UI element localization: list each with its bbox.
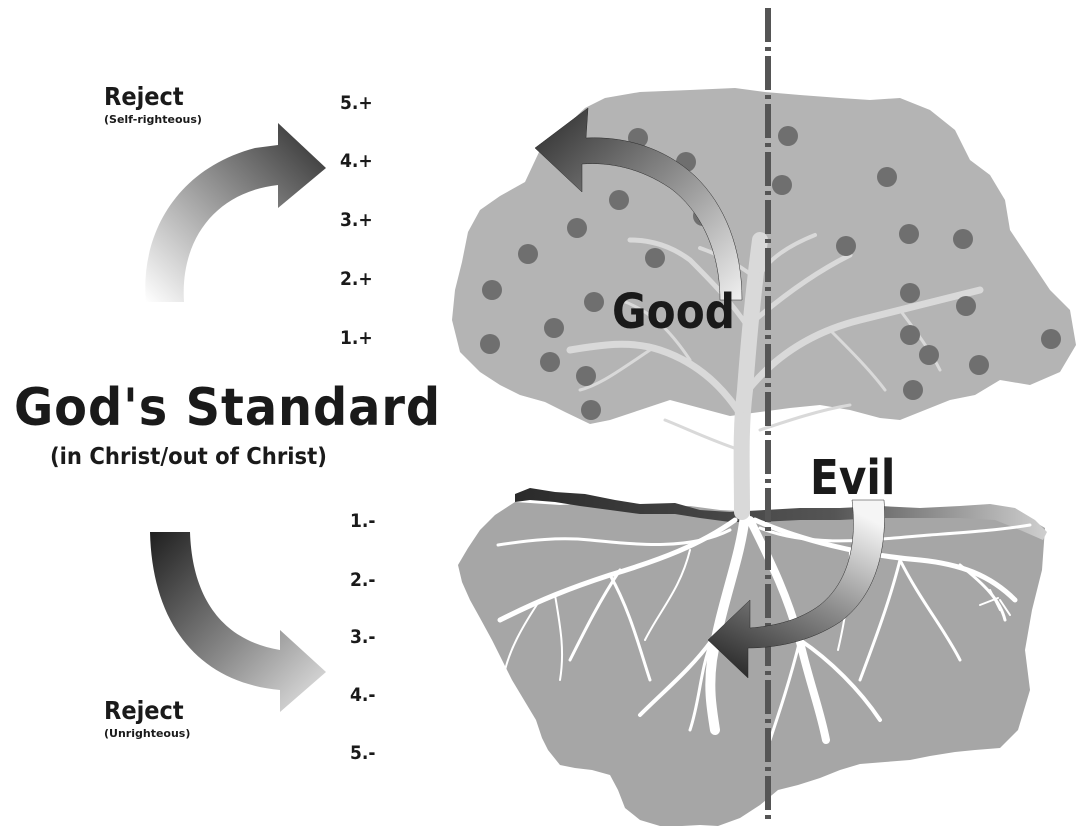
standard-title: God's Standard — [14, 378, 442, 438]
level-minus-3: 3.- — [350, 626, 376, 648]
level-minus-5: 5.- — [350, 742, 376, 764]
level-plus-1: 1.+ — [340, 327, 373, 349]
reject-bottom-sublabel: (Unrighteous) — [104, 727, 191, 740]
tree-roots — [496, 510, 1032, 744]
level-plus-2: 2.+ — [340, 268, 373, 290]
level-minus-1: 1.- — [350, 510, 376, 532]
level-minus-2: 2.- — [350, 569, 376, 591]
reject-top-sublabel: (Self-righteous) — [104, 113, 202, 126]
ground-ridge — [515, 488, 1047, 540]
evil-arrow — [707, 499, 885, 679]
level-plus-3: 3.+ — [340, 209, 373, 231]
tree-fruit — [480, 126, 1061, 420]
tree-trunk — [566, 232, 984, 520]
standard-subtitle: (in Christ/out of Christ) — [50, 444, 327, 470]
soil — [458, 502, 1045, 826]
reject-bottom-label: Reject — [104, 696, 184, 725]
level-plus-4: 4.+ — [340, 150, 373, 172]
level-minus-4: 4.- — [350, 684, 376, 706]
reject-top-label: Reject — [104, 82, 184, 111]
reject-down-arrow — [150, 532, 326, 712]
good-arrow — [534, 107, 743, 301]
good-label: Good — [612, 284, 735, 340]
level-plus-5: 5.+ — [340, 92, 373, 114]
evil-label: Evil — [810, 450, 896, 506]
reject-up-arrow — [145, 123, 326, 302]
